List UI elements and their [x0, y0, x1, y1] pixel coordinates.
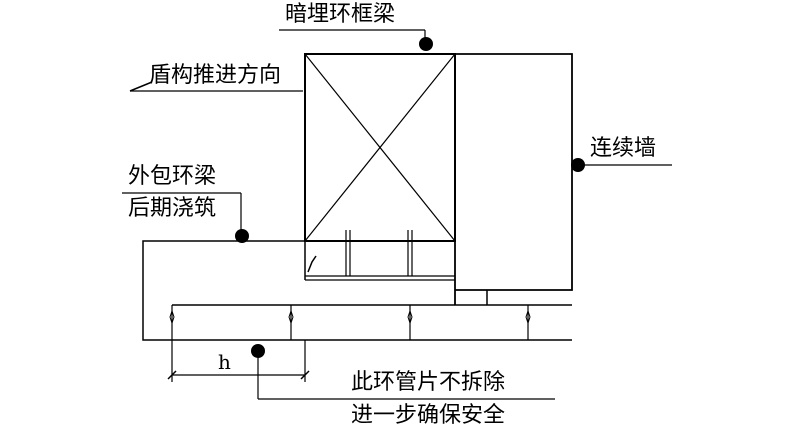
joint-marker-2 [288, 309, 294, 325]
diaphragm-wall-outline [455, 53, 573, 291]
label-note-line1: 此环管片不拆除 [351, 370, 506, 395]
dimension-h [167, 370, 310, 380]
label-note-line2: 进一步确保安全 [351, 403, 506, 428]
diaphragm-wall [454, 53, 573, 305]
segment-rings [142, 240, 572, 382]
leader-note-dot [251, 344, 265, 358]
rebar-hook [307, 255, 317, 273]
joint-marker-3 [407, 309, 413, 325]
joint-marker-1 [169, 309, 175, 325]
ring-beam-diagonal-2 [304, 53, 456, 242]
label-dimension-h: h [218, 350, 231, 374]
leader-outer-beam-dot [235, 229, 249, 243]
leader-wall-dot [571, 158, 585, 172]
label-outer-ring-beam-line1: 外包环梁 [128, 164, 217, 189]
rebar-detail [304, 230, 455, 281]
dimension-h-tick-left [167, 370, 177, 380]
label-outer-ring-beam-line2: 后期浇筑 [128, 196, 217, 221]
direction-arrow-tick [129, 81, 153, 92]
label-diaphragm-wall: 连续墙 [590, 136, 657, 161]
hidden-ring-frame-beam [304, 53, 456, 242]
outer-ring-beam-outline [142, 240, 572, 341]
leaders [122, 29, 672, 400]
leader-hidden-beam-dot [419, 37, 433, 51]
label-hidden-ring-beam: 暗埋环框梁 [285, 2, 396, 27]
ring-beam-outline [304, 53, 456, 242]
label-shield-direction: 盾构推进方向 [149, 63, 282, 88]
dimension-h-tick-right [300, 370, 310, 380]
joint-marker-4 [525, 309, 531, 325]
